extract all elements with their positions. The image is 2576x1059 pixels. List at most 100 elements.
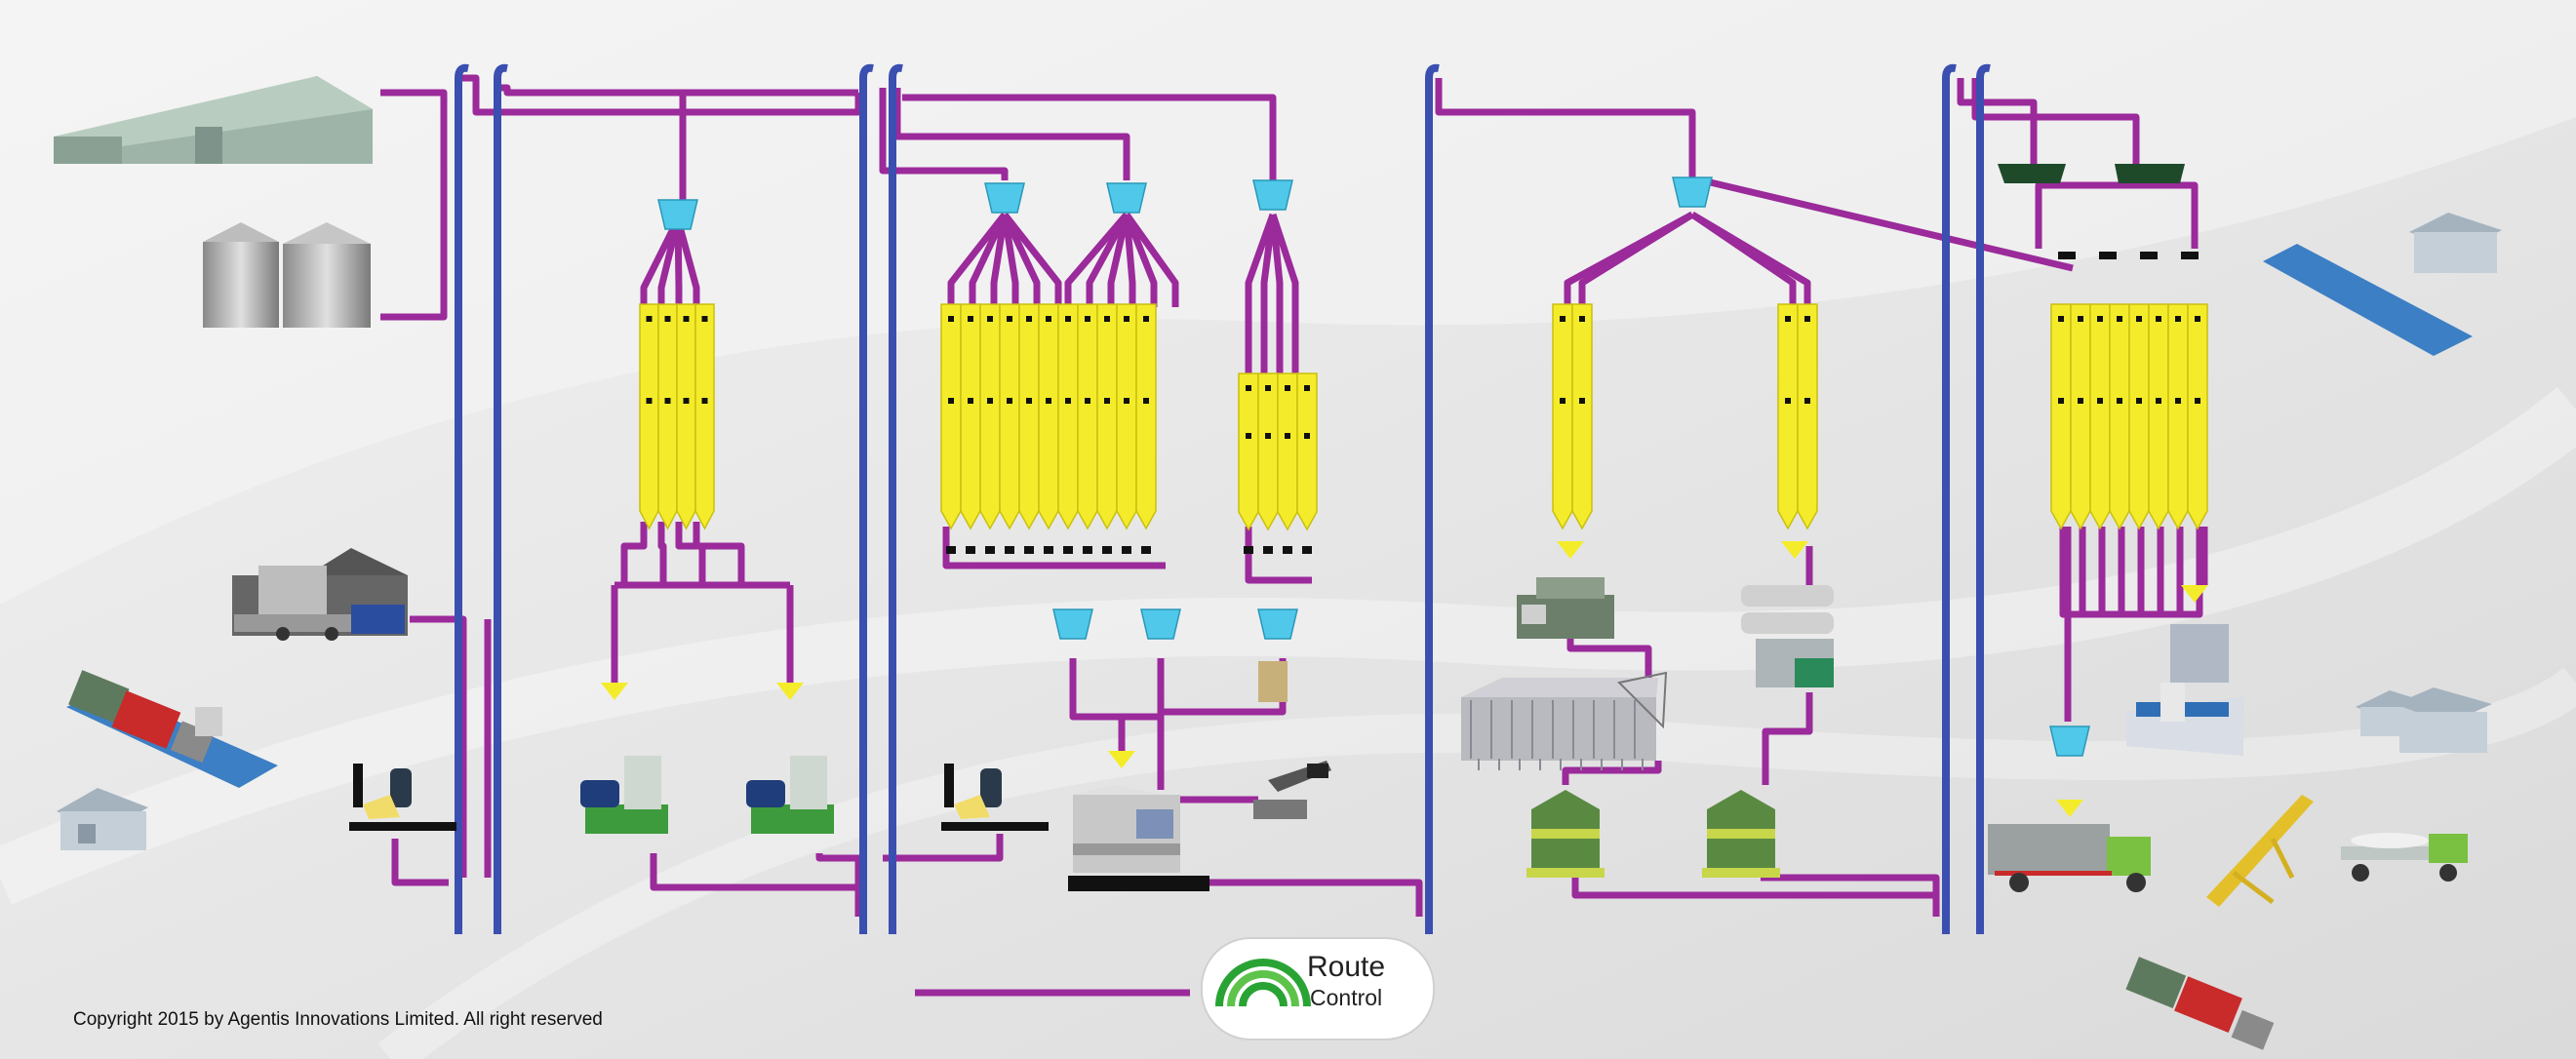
logo-control-text: Control [1310, 985, 1383, 1010]
route-pipe [1245, 527, 1312, 584]
hopper-icon [2049, 726, 2090, 757]
silo-bin-level-marker [1104, 316, 1110, 322]
return-pipe [494, 63, 508, 934]
silo-bin [1096, 303, 1118, 530]
silo-bin [694, 303, 715, 530]
silo-bin [1018, 303, 1040, 530]
silo-bin [940, 303, 962, 530]
conveyor-icon [2206, 795, 2314, 907]
silo-bin-level-marker [1785, 316, 1791, 322]
silo-bin-level-marker [968, 398, 973, 404]
silo-bin-level-marker [2156, 316, 2161, 322]
silo-bin-level-marker [1124, 398, 1129, 404]
silo-bin-level-marker [1785, 398, 1791, 404]
route-pipe [1001, 213, 1041, 307]
silo-bin-level-marker [1085, 398, 1090, 404]
discharge-icon [1108, 751, 1135, 768]
silo-bin-level-marker [2097, 316, 2103, 322]
silo-bin [2128, 303, 2150, 530]
silo-bin [676, 303, 696, 530]
silo-bin-level-marker [1026, 316, 1032, 322]
discharge-icon [2056, 800, 2083, 817]
silo-bin [2109, 303, 2130, 530]
silo-bin-level-marker [948, 316, 954, 322]
route-pipe [657, 218, 682, 307]
silo-bin [1552, 303, 1573, 530]
pellet-mill-icon [1517, 577, 1614, 639]
route-pipe [1761, 874, 1940, 917]
silo-bin [2148, 303, 2169, 530]
route-pipes [380, 74, 2208, 997]
route-pipe [693, 522, 745, 585]
warehouse-icon [54, 76, 373, 164]
silo-bin-level-marker [664, 316, 671, 322]
slide-gate-icon [1998, 164, 2066, 183]
silo-bin [2050, 303, 2072, 530]
return-pipe [1976, 63, 1991, 934]
valve-icon [2181, 252, 2199, 259]
mixer-icon [1068, 785, 1209, 891]
silo-bin-level-marker [2175, 398, 2181, 404]
pellet-mill-icon [1741, 585, 1834, 687]
silo-bin [1797, 303, 1818, 530]
silo-bin [657, 303, 678, 530]
silo-bin-level-marker [987, 316, 993, 322]
silo-bin-level-marker [948, 398, 954, 404]
discharge-icon [2181, 585, 2208, 603]
silo-bin-level-marker [1143, 316, 1149, 322]
hopper-icon [1257, 608, 1298, 640]
route-pipe [1701, 176, 2074, 272]
hopper-icon [1052, 608, 1093, 640]
silo-bin-level-marker [664, 398, 671, 404]
route-pipe [1562, 761, 1662, 785]
silo-bin [1257, 373, 1279, 531]
route-pipe [942, 527, 1166, 569]
route-pipe [1123, 214, 1136, 307]
route-pipe [507, 89, 687, 190]
return-pipe [1425, 63, 1440, 934]
silo-bin-level-marker [1104, 398, 1110, 404]
valve-icon [1302, 546, 1312, 554]
silo-bin-level-marker [1285, 385, 1290, 391]
silo-bin-level-marker [2097, 398, 2103, 404]
silo-bin [1038, 303, 1059, 530]
hopper-icon [657, 199, 698, 230]
return-pipes [455, 63, 1991, 934]
silo-bin-level-marker [2156, 398, 2161, 404]
valve-icon [1263, 546, 1273, 554]
silo-bin-level-marker [1285, 433, 1290, 439]
silo-bin [1116, 303, 1137, 530]
return-pipe [1942, 63, 1957, 934]
silo-bin-level-marker [1265, 433, 1271, 439]
silo-bin-level-marker [683, 398, 690, 404]
route-pipe [1086, 213, 1130, 307]
silo-bin-level-marker [1579, 398, 1585, 404]
silo-bin-level-marker [2078, 398, 2083, 404]
silo-bin-level-marker [701, 316, 708, 322]
route-control-logo [1201, 937, 1435, 1040]
silo-bin-level-marker [1304, 385, 1310, 391]
route-pipe [1269, 213, 1299, 375]
bulk-truck-icon [1988, 824, 2151, 892]
valve-icon [1063, 546, 1073, 554]
silo-bin-level-marker [1065, 398, 1071, 404]
silo-bin-level-marker [1804, 316, 1810, 322]
silo-bin [1135, 303, 1157, 530]
silo-bin-level-marker [1143, 398, 1149, 404]
gatehouse-icon [57, 788, 148, 850]
silo-bin-level-marker [1560, 398, 1565, 404]
route-pipe [1123, 213, 1158, 307]
valve-icon [1141, 546, 1151, 554]
valve-icon [2058, 252, 2076, 259]
silo-bin-level-marker [1804, 398, 1810, 404]
route-pipe [1064, 212, 1129, 307]
return-pipe [859, 63, 874, 934]
discharge-icon [601, 683, 628, 700]
hopper-icon [1252, 179, 1293, 211]
hammer-mill-icon [580, 756, 668, 834]
route-pipe [990, 214, 1009, 307]
dryer-icon [1461, 671, 1668, 770]
silo-bin-level-marker [1046, 316, 1051, 322]
route-pipe [1069, 658, 1126, 751]
